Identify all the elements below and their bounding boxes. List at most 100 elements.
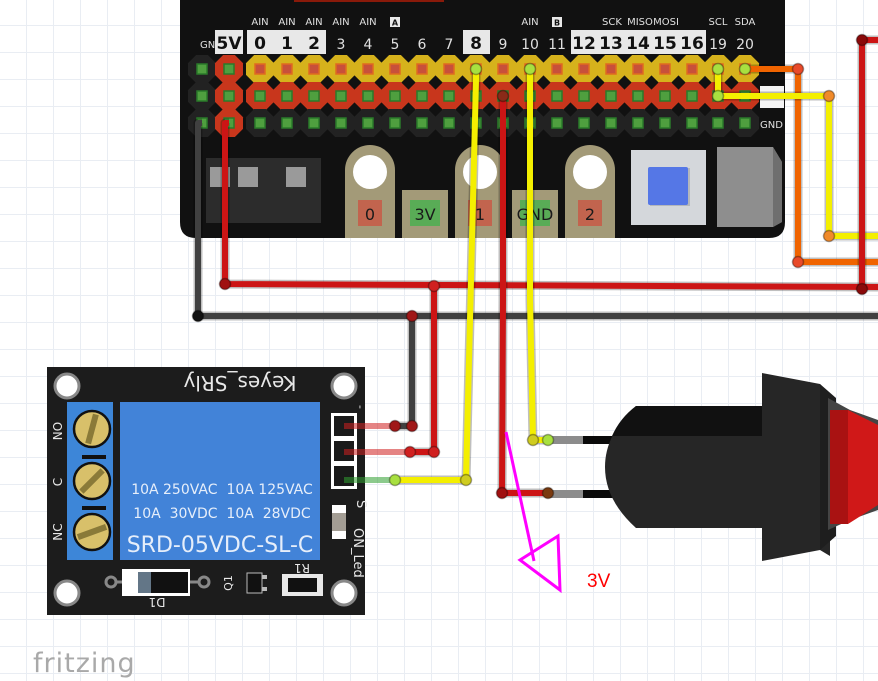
wire-pin10-button[interactable] [527, 69, 548, 443]
button-lead-bottom-dark [583, 490, 613, 498]
wire-bendpoint[interactable] [791, 62, 805, 76]
wire-bendpoint[interactable] [526, 433, 540, 447]
reset-button[interactable] [648, 167, 688, 205]
header-pin [551, 90, 563, 102]
mount-hole-bl [53, 579, 81, 607]
button-lead-top-dark [583, 436, 613, 444]
header-pin [196, 90, 208, 102]
pin-number-label: 20 [736, 37, 754, 53]
edge-pad-label: GND [517, 205, 554, 224]
header-pin [659, 117, 671, 129]
wire-bendpoint[interactable] [791, 255, 805, 269]
wire-5v-red[interactable] [222, 120, 878, 290]
pin-number-label: 10 [521, 37, 539, 53]
wire-bendpoint[interactable] [218, 277, 232, 291]
wire-bendpoint[interactable] [495, 486, 509, 500]
ain-label: AIN [332, 17, 349, 28]
fritzing-logo: fritzing [33, 648, 136, 679]
usb-connector-edge [773, 147, 782, 227]
wire-gnd-black[interactable] [195, 120, 878, 319]
header-pin [254, 117, 266, 129]
header-pin [416, 90, 428, 102]
pin-number-label: 7 [445, 37, 454, 53]
wire-bendpoint[interactable] [403, 445, 417, 459]
header-pin [712, 117, 724, 129]
edge-pad-label: 0 [365, 205, 375, 224]
wires[interactable] [191, 33, 878, 500]
wire-bendpoint[interactable] [496, 89, 510, 103]
wire-bendpoint[interactable] [191, 309, 205, 323]
terminal-divider-2 [82, 506, 106, 510]
header-pin-rows [188, 55, 759, 137]
edge-pad-hole [353, 155, 387, 189]
mount-hole-tl [53, 372, 81, 400]
wire-bendpoint[interactable] [855, 33, 869, 47]
header-pin [605, 117, 617, 129]
pin-8-label-bg [463, 30, 490, 54]
pin-number-label: 14 [626, 34, 650, 54]
wire-bendpoint[interactable] [427, 279, 441, 293]
mosi-label: MOSI [653, 17, 679, 28]
header-pin [362, 63, 374, 75]
terminal-divider-1 [82, 455, 106, 459]
wire-relay-gnd[interactable] [395, 316, 415, 429]
header-pin [254, 63, 266, 75]
header-pin [578, 117, 590, 129]
wire-bendpoint[interactable] [822, 89, 836, 103]
wire-bendpoint[interactable] [388, 473, 402, 487]
wire-bendpoint[interactable] [711, 62, 725, 76]
wire-right-red[interactable] [859, 37, 878, 290]
wire-bendpoint[interactable] [711, 89, 725, 103]
wire-bendpoint[interactable] [388, 419, 402, 433]
scl-label: SCL [709, 17, 728, 28]
button-a-label: A [392, 19, 399, 28]
pin-number-label: 19 [709, 37, 727, 53]
header-pin [632, 63, 644, 75]
pin-number-label: 12 [572, 34, 596, 54]
header-pin [362, 90, 374, 102]
header-pin [686, 63, 698, 75]
button-body-shade [612, 406, 763, 436]
button-lead-bottom [548, 490, 583, 498]
wire-bendpoint[interactable] [822, 229, 836, 243]
ain-label: AIN [359, 17, 376, 28]
wire-bendpoint[interactable] [855, 282, 869, 296]
wire-bendpoint[interactable] [738, 62, 752, 76]
annotation-arrow-head [517, 533, 562, 594]
ain-label: AIN [251, 17, 268, 28]
wire-bendpoint[interactable] [405, 309, 419, 323]
resistor-body [288, 578, 317, 592]
header-pin [281, 117, 293, 129]
wire-bendpoint[interactable] [405, 419, 419, 433]
header-pin [223, 63, 235, 75]
wire-pin9-button[interactable] [499, 96, 548, 496]
diode-band [138, 572, 151, 593]
header-pin [389, 90, 401, 102]
wire-sda-orange[interactable] [745, 66, 878, 265]
wire-bendpoint[interactable] [459, 473, 473, 487]
ain-label: AIN [278, 17, 295, 28]
wire-bendpoint[interactable] [541, 433, 555, 447]
edge-pad-label-bg [520, 200, 550, 226]
header-pin [281, 63, 293, 75]
header-pin [632, 117, 644, 129]
relay-body [120, 402, 320, 560]
annotation-arrow-line [504, 431, 536, 562]
edge-pad-label: 3V [414, 205, 435, 224]
relay-module[interactable]: Keyes_SRly NO C NC 10A 250VAC 10A 125VAC… [47, 367, 368, 615]
wire-bendpoint[interactable] [427, 445, 441, 459]
wire-bendpoint[interactable] [541, 486, 555, 500]
pin-number-label: 6 [418, 37, 427, 53]
wire-bendpoint[interactable] [523, 62, 537, 76]
wire-bendpoint[interactable] [469, 62, 483, 76]
push-button[interactable] [548, 373, 878, 561]
ain-label: AIN [305, 17, 322, 28]
header-pin [551, 117, 563, 129]
transistor-pin-1 [262, 575, 267, 579]
relay-spec-dc: 10A 30VDC 10A 28VDC [133, 506, 311, 522]
terminal-label-no: NO [51, 422, 65, 440]
relay-signal-label: S [353, 500, 368, 508]
